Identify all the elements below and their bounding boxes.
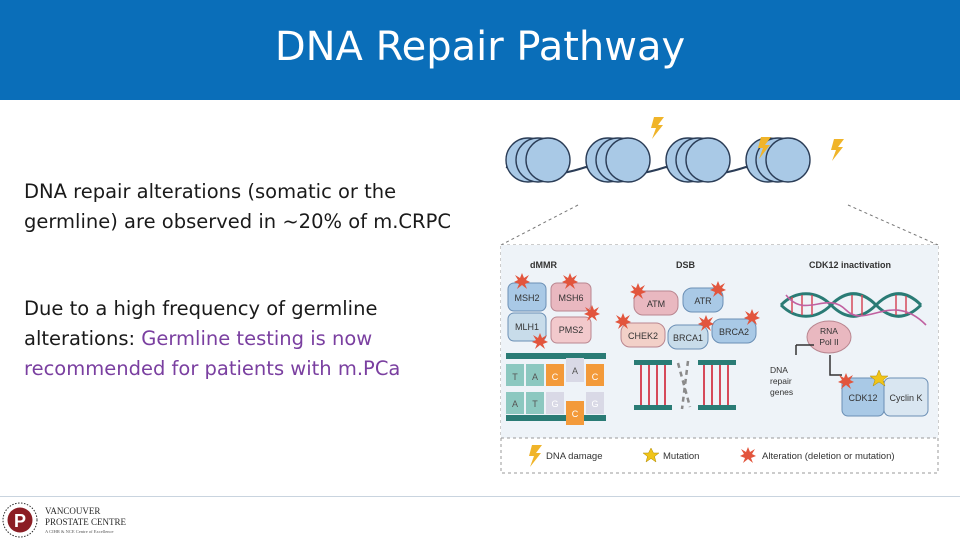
logo-line-2: PROSTATE CENTRE bbox=[45, 517, 127, 527]
rna-pol-line1: RNA bbox=[820, 326, 838, 336]
paragraph-repair-alterations: DNA repair alterations (somatic or the g… bbox=[24, 180, 451, 233]
base-bottom-4: C bbox=[572, 409, 579, 419]
cdk12-transcription: RNA Pol II DNA repair genes CDK12 Cyclin… bbox=[770, 292, 929, 417]
footer-divider bbox=[0, 496, 960, 497]
protein-msh2: MSH2 bbox=[514, 293, 539, 303]
logo-monogram: P bbox=[14, 511, 26, 531]
section-dmmr: dMMR bbox=[530, 260, 557, 270]
protein-cdk12: CDK12 bbox=[848, 393, 877, 403]
legend-alteration: Alteration (deletion or mutation) bbox=[762, 451, 895, 462]
base-bottom-1: A bbox=[512, 399, 518, 409]
logo-line-1: VANCOUVER bbox=[45, 506, 100, 516]
logo-monogram-icon bbox=[7, 507, 33, 533]
dna-repair-genes-line2: repair bbox=[770, 376, 792, 386]
dna-repair-genes-line1: DNA bbox=[770, 365, 788, 375]
protein-mlh1: MLH1 bbox=[515, 322, 539, 332]
vancouver-prostate-centre-logo: P VANCOUVER PROSTATE CENTRE A CIHR & NCE… bbox=[2, 502, 127, 538]
dna-repair-diagram: dMMR DSB CDK12 inactivation MSH2 MSH6 ML… bbox=[500, 117, 939, 474]
rna-pol-line2: Pol II bbox=[819, 337, 838, 347]
base-top-1: T bbox=[512, 372, 518, 382]
slide-title: DNA Repair Pathway bbox=[274, 24, 686, 70]
base-bottom-3: G bbox=[551, 399, 558, 409]
base-top-2: A bbox=[532, 372, 538, 382]
protein-brca2: BRCA2 bbox=[719, 327, 749, 337]
protein-brca1: BRCA1 bbox=[673, 333, 703, 343]
double-strand-break bbox=[634, 357, 736, 413]
protein-atr: ATR bbox=[694, 296, 712, 306]
germline-testing-highlight: Germline testing is now recommended for … bbox=[24, 327, 401, 380]
protein-atm: ATM bbox=[647, 299, 665, 309]
chromatin-nucleosomes bbox=[505, 137, 811, 183]
section-cdk12: CDK12 inactivation bbox=[809, 260, 891, 270]
base-top-3: C bbox=[552, 372, 559, 382]
dna-repair-genes-line3: genes bbox=[770, 387, 793, 397]
base-bottom-5: G bbox=[591, 399, 598, 409]
dna-damage-icon bbox=[651, 117, 664, 139]
dna-damage-icon bbox=[831, 139, 844, 161]
legend-dna-damage: DNA damage bbox=[546, 451, 603, 462]
base-bottom-2: T bbox=[532, 399, 538, 409]
dmmr-proteins: MSH2 MSH6 MLH1 PMS2 bbox=[507, 273, 600, 349]
dsb-proteins: ATM ATR CHEK2 BRCA1 BRCA2 bbox=[615, 281, 760, 350]
paragraph-lead: Due to a high frequency of germline alte… bbox=[24, 297, 378, 350]
logo-line-3: A CIHR & NCE Centre of Excellence bbox=[45, 529, 113, 534]
protein-cyclin-k: Cyclin K bbox=[889, 393, 922, 403]
protein-pms2: PMS2 bbox=[559, 325, 584, 335]
paragraph-germline-testing: Due to a high frequency of germline alte… bbox=[24, 294, 454, 384]
mutation-star-icon bbox=[869, 369, 889, 387]
legend-mutation: Mutation bbox=[663, 451, 699, 462]
protein-chek2: CHEK2 bbox=[628, 331, 658, 341]
legend: DNA damage Mutation Alteration (deletion… bbox=[529, 445, 895, 467]
mismatch-dna: T A C A C A T G C G bbox=[506, 353, 606, 425]
section-dsb: DSB bbox=[676, 260, 696, 270]
title-bar bbox=[0, 0, 960, 100]
base-top-4: A bbox=[572, 366, 578, 376]
mutation-star-icon bbox=[642, 447, 660, 463]
protein-msh6: MSH6 bbox=[558, 293, 583, 303]
base-top-5: C bbox=[592, 372, 599, 382]
